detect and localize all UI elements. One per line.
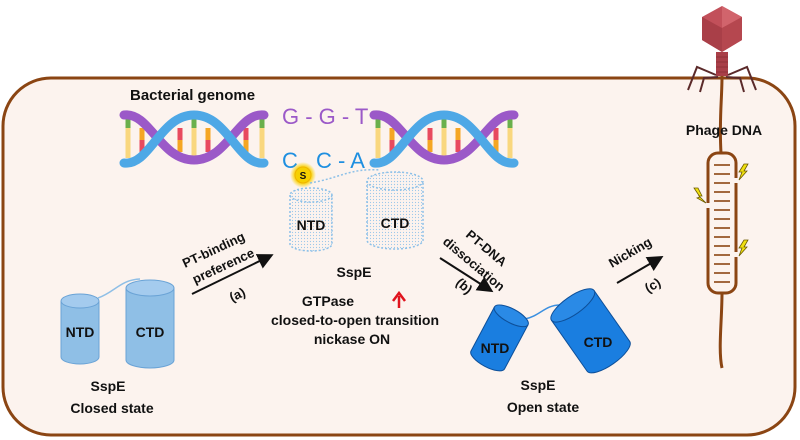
- ntd-closed: NTD: [60, 293, 100, 365]
- svg-text:(c): (c): [642, 275, 663, 296]
- up-arrow-icon: [392, 290, 406, 308]
- sspe-open: NTD CTD SspE Open state: [470, 288, 631, 415]
- sulfur-label: S: [300, 171, 307, 182]
- nickase-label: nickase ON: [314, 331, 390, 347]
- ntd-bound: NTD: [289, 187, 333, 252]
- sspe-bound: NTD CTD SspE: [289, 169, 424, 280]
- phage-dna-label: Phage DNA: [686, 122, 762, 138]
- svg-text:(a): (a): [227, 284, 248, 304]
- ctd-open-label: CTD: [584, 334, 613, 350]
- bacterial-genome-label: Bacterial genome: [130, 87, 255, 104]
- dna-helix-right: [369, 110, 519, 168]
- svg-text:CTD: CTD: [136, 324, 165, 340]
- ntd-open: [470, 304, 529, 372]
- bacteriophage-icon: [687, 6, 757, 93]
- ctd-open: [550, 288, 631, 374]
- ctd-bound: CTD: [366, 171, 424, 250]
- gtpase-label: GTPase: [302, 293, 354, 309]
- sspe-bound-label: SspE: [336, 264, 371, 280]
- sequence-bottom-rest: C - A: [316, 148, 365, 173]
- sequence-top: G - G - T: [282, 104, 368, 129]
- sulfur-atom-icon: [294, 166, 312, 184]
- closed-state-label: Closed state: [70, 400, 153, 416]
- svg-text:NTD: NTD: [297, 217, 326, 233]
- sspe-closed-label: SspE: [90, 378, 125, 394]
- ntd-open-label: NTD: [481, 340, 510, 356]
- dna-helix-left: [119, 110, 269, 168]
- nick-lightning-icon: [693, 163, 749, 257]
- svg-text:CTD: CTD: [381, 215, 410, 231]
- ctd-closed: CTD: [125, 279, 175, 369]
- sspe-open-label: SspE: [520, 377, 555, 393]
- svg-text:NTD: NTD: [66, 324, 95, 340]
- transition-label: closed-to-open transition: [271, 312, 439, 328]
- sspe-closed: NTD CTD SspE Closed state: [60, 278, 175, 416]
- phage-dna: [706, 75, 738, 369]
- open-state-label: Open state: [507, 399, 580, 415]
